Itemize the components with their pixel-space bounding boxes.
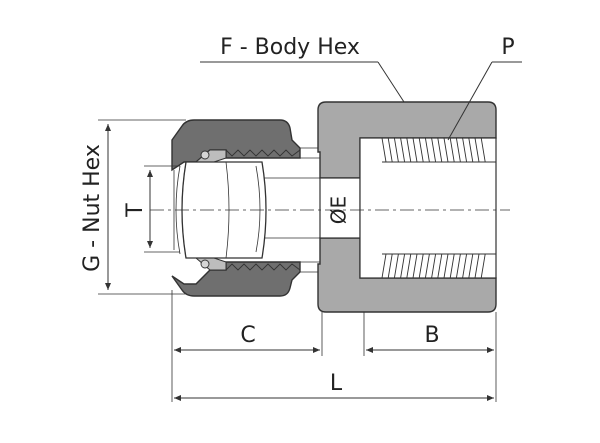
thread-line — [387, 137, 393, 163]
thread-line — [437, 253, 443, 279]
thread-line — [400, 253, 406, 279]
thread-line — [406, 137, 412, 163]
dim-l-label: L — [330, 371, 343, 396]
internal-threads — [381, 137, 496, 279]
thread-line — [480, 137, 486, 163]
thread-line — [418, 137, 424, 163]
thread-line — [381, 253, 387, 279]
thread-line — [468, 137, 474, 163]
nut — [171, 119, 301, 297]
thread-line — [474, 253, 480, 279]
thread-line — [431, 137, 437, 163]
bore-section — [319, 177, 361, 239]
ferrules — [194, 149, 227, 271]
bore-label: ØE — [327, 196, 351, 224]
body-hex-leader — [200, 61, 405, 103]
thread-line — [437, 137, 443, 163]
nut-hex-dimension — [98, 119, 186, 295]
tube-od-label: T — [123, 203, 148, 218]
fitting-body — [317, 101, 497, 313]
dim-b-label: B — [424, 323, 439, 348]
thread-line — [412, 253, 418, 279]
thread-line — [400, 137, 406, 163]
thread-line — [387, 253, 393, 279]
thread-line — [393, 137, 399, 163]
thread-line — [406, 253, 412, 279]
thread-line — [449, 137, 455, 163]
thread-line — [455, 253, 461, 279]
thread-line — [381, 137, 387, 163]
thread-line — [462, 253, 468, 279]
thread-line — [431, 253, 437, 279]
thread-line — [462, 137, 468, 163]
thread-line — [468, 253, 474, 279]
thread-line — [424, 253, 430, 279]
thread-line — [443, 137, 449, 163]
thread-line — [393, 253, 399, 279]
dim-c-label: C — [240, 323, 255, 348]
body-hex-label: F - Body Hex — [220, 35, 360, 60]
port-leader — [447, 61, 522, 141]
thread-line — [418, 253, 424, 279]
thread-line — [455, 137, 461, 163]
thread-line — [480, 253, 486, 279]
thread-line — [474, 137, 480, 163]
port-bore — [359, 137, 497, 279]
thread-line — [449, 253, 455, 279]
tube-od-dimension — [144, 165, 180, 253]
thread-line — [443, 253, 449, 279]
nut-hex-label: G - Nut Hex — [80, 144, 105, 272]
port-label: P — [501, 35, 514, 60]
thread-line — [412, 137, 418, 163]
thread-line — [424, 137, 430, 163]
